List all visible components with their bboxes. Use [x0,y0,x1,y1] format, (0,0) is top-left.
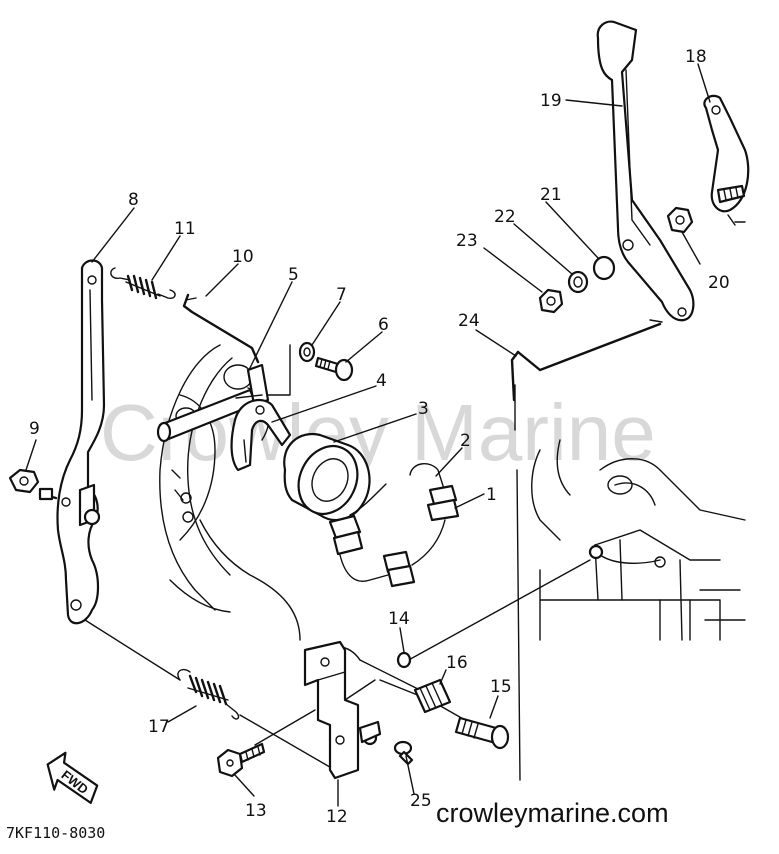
collar-part-16 [413,678,452,714]
wire-clip-part-2 [349,463,446,566]
callout-19: 19 [540,91,562,111]
bolt-part-13 [216,742,266,778]
powerhead-outline-right [531,439,746,641]
nut-part-23 [538,288,564,314]
callout-17: 17 [148,717,170,737]
spring-part-17 [177,668,240,720]
callout-9: 9 [29,419,40,439]
shift-fork-part-4 [230,398,292,472]
callout-7: 7 [336,285,347,305]
screw-part-25 [393,740,414,766]
lever-part-19 [596,20,695,322]
nut-part-20 [666,206,694,234]
callout-18: 18 [685,47,707,67]
callout-16: 16 [446,653,468,673]
sleeve-part-3 [283,432,371,522]
bolt-part-6 [314,356,354,382]
washer-part-14 [396,651,412,669]
shaft-lever-part-5 [156,363,270,443]
callout-1: 1 [486,485,497,505]
throttle-lever-part-8 [56,259,106,625]
nut-part-9 [8,468,58,501]
callout-4: 4 [376,371,387,391]
callout-3: 3 [418,399,429,419]
callout-8: 8 [128,190,139,210]
callout-21: 21 [540,185,562,205]
bracket-part-12 [303,640,382,780]
callout-5: 5 [288,265,299,285]
forward-direction-arrow: FWD [46,751,99,804]
rod-part-10 [182,293,260,364]
callout-6: 6 [378,315,389,335]
link-rod-part-24 [510,319,663,402]
bolt-part-15 [454,716,510,750]
callout-20: 20 [708,273,730,293]
callout-23: 23 [456,231,478,251]
spring-part-11 [110,267,176,300]
engine-housing-outline [159,344,301,641]
callout-leaders [25,63,711,807]
assembly-leader-lines [84,344,591,781]
callout-2: 2 [460,431,471,451]
callout-22: 22 [494,207,516,227]
collar-part-22 [567,270,589,294]
bracket-part-18 [703,94,750,226]
callout-25: 25 [410,791,432,811]
callout-numbers: 8 9 11 10 5 7 6 4 3 2 1 14 16 15 17 13 1… [29,47,730,827]
watermark: Crowley Marine [100,388,656,477]
washer-part-7 [298,341,316,363]
callout-24: 24 [458,311,480,331]
callout-15: 15 [490,677,512,697]
diagram-code: 7KF110-8030 [6,824,105,842]
callout-11: 11 [174,219,196,239]
site-url: crowleymarine.com [436,798,669,828]
callout-14: 14 [388,609,410,629]
grommet-part-1 [328,484,460,588]
callout-12: 12 [326,807,348,827]
washer-part-21 [592,255,616,281]
callout-13: 13 [245,801,267,821]
callout-10: 10 [232,247,254,267]
